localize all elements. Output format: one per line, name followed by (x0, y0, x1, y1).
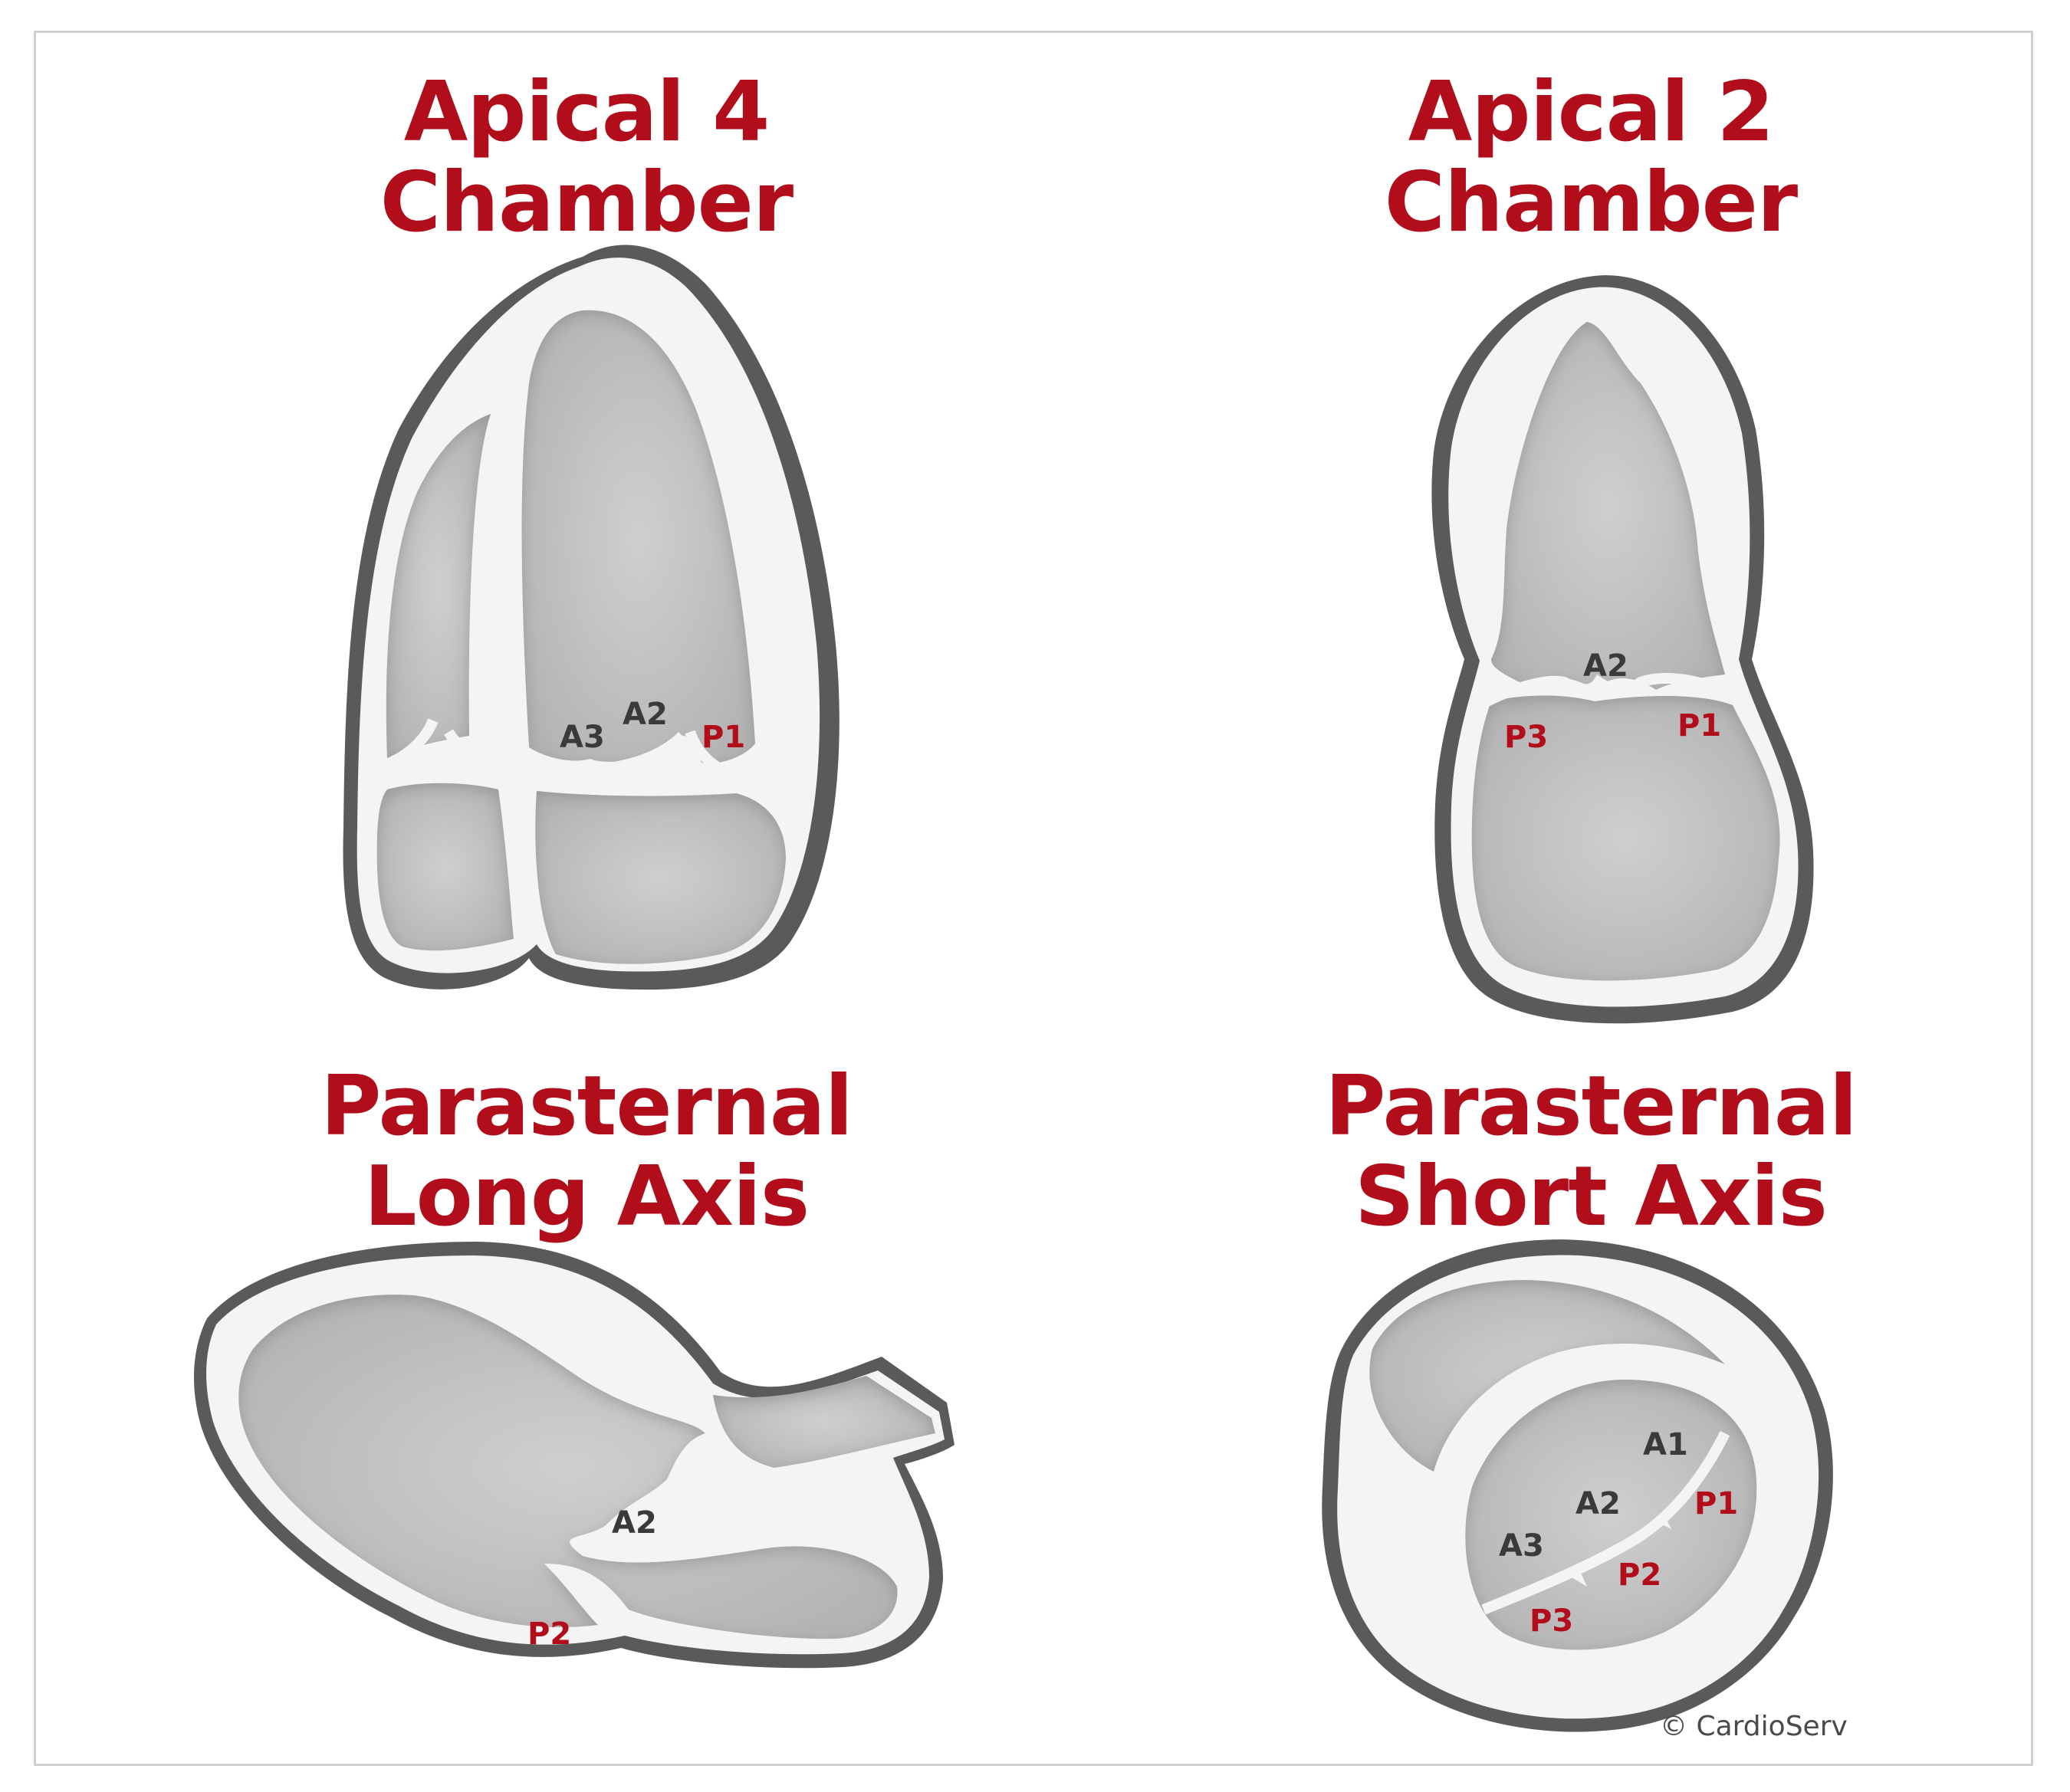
title-parasternal-long-axis: Parasternal Long Axis (165, 1062, 1008, 1242)
psax-label-p3: P3 (1530, 1603, 1573, 1639)
title-line: Long Axis (363, 1149, 810, 1245)
a2c-left-ventricle (1491, 322, 1725, 690)
title-apical-2-chamber: Apical 2 Chamber (1169, 67, 2013, 248)
psax-right-ventricle (1369, 1280, 1725, 1472)
psax-label-p2: P2 (1618, 1557, 1661, 1593)
apical-2-chamber-view: A2 P3 P1 (1431, 275, 1814, 1024)
a2c-label-p3: P3 (1504, 720, 1548, 755)
apical-4-chamber-view: A3 A2 P1 (343, 245, 840, 990)
figure-frame (34, 31, 2033, 1766)
title-parasternal-short-axis: Parasternal Short Axis (1169, 1062, 2013, 1242)
title-line: Short Axis (1355, 1149, 1828, 1245)
a2c-label-p1: P1 (1677, 708, 1721, 743)
title-line: Parasternal (320, 1058, 853, 1154)
title-apical-4-chamber: Apical 4 Chamber (165, 67, 1008, 248)
plax-label-a2: A2 (612, 1505, 657, 1541)
title-line: Chamber (1384, 155, 1798, 251)
a4c-mitral-leaflets (536, 730, 757, 787)
a4c-label-p1: P1 (702, 720, 745, 755)
a2c-label-a2: A2 (1583, 648, 1628, 684)
a4c-left-ventricle (521, 310, 755, 764)
a4c-label-a3: A3 (560, 720, 605, 755)
psax-label-a2: A2 (1576, 1486, 1621, 1521)
parasternal-long-axis-view: A2 P2 (193, 1242, 955, 1669)
psax-label-a1: A1 (1643, 1427, 1688, 1462)
plax-aorta (713, 1376, 935, 1468)
title-line: Apical 4 (403, 64, 770, 160)
psax-scallop-notches (1572, 1514, 1671, 1587)
copyright-notice: © CardioServ (1660, 1711, 1848, 1742)
title-line: Apical 2 (1408, 64, 1775, 160)
parasternal-short-axis-view: A1 A2 A3 P1 P2 P3 (1322, 1239, 1833, 1732)
a4c-tricuspid-leaflets (377, 718, 508, 772)
plax-left-ventricle (238, 1295, 898, 1639)
psax-label-p1: P1 (1694, 1486, 1738, 1521)
a4c-left-atrium (535, 791, 786, 964)
title-line: Parasternal (1325, 1058, 1857, 1154)
title-line: Chamber (380, 155, 794, 251)
plax-mitral-anterior-leaflet (596, 1466, 765, 1557)
psax-label-a3: A3 (1499, 1528, 1544, 1564)
a2c-left-atrium (1471, 695, 1780, 981)
a4c-right-ventricle (386, 414, 491, 759)
psax-mitral-coaptation-line (1481, 1430, 1730, 1615)
plax-label-p2: P2 (527, 1616, 571, 1652)
a4c-right-atrium (376, 783, 514, 951)
a4c-label-a2: A2 (623, 697, 668, 732)
a2c-mitral-leaflets (1484, 673, 1735, 707)
